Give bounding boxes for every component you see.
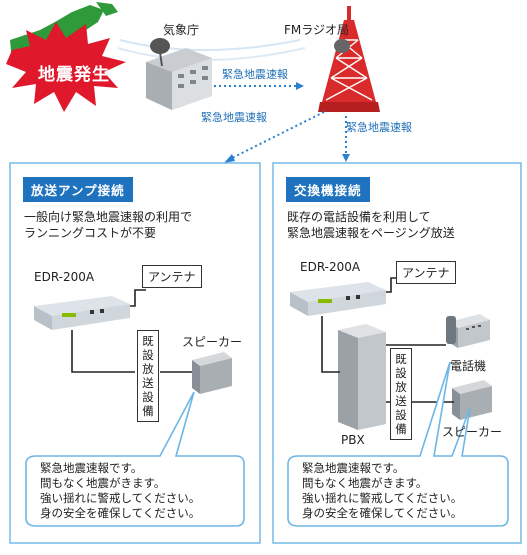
jma-building-icon [146,38,212,110]
dotted-arrow [214,85,347,161]
right-equipment-label: 既設放送設備 [390,348,412,440]
edr-200a-device [290,282,386,316]
fm-station-label: FMラジオ局 [284,23,350,37]
right-desc-line2: 緊急地震速報をページング放送 [287,226,455,240]
left-message-line: 強い揺れに警戒してください。 [40,491,201,505]
arrow-label-right: 緊急地震速報 [346,121,412,134]
right-device-label: EDR-200A [300,260,361,274]
earthquake-burst-icon [6,22,126,112]
right-message-line: 強い揺れに警戒してください。 [302,491,463,505]
earthquake-label: 地震発生 [38,65,110,85]
left-message-line: 緊急地震速報です。 [40,461,143,475]
phone-label: 電話機 [450,359,487,373]
arrow-label-jma-fm: 緊急地震速報 [222,68,288,81]
pbx-label: PBX [341,433,365,447]
left-desc-line2: ランニングコストが不要 [24,226,157,240]
speaker-icon [192,352,232,394]
arrow-label-left: 緊急地震速報 [201,111,267,124]
right-message-line: 身の安全を確保してください。 [302,506,463,520]
left-antenna-label: アンテナ [142,265,202,288]
left-message-line: 身の安全を確保してください。 [40,506,201,520]
pbx-icon [338,324,386,430]
right-speaker-label: スピーカー [442,425,503,439]
left-message-line: 間もなく地震がきます。 [40,476,166,490]
jma-label: 気象庁 [163,23,200,37]
fm-tower-icon [318,6,380,112]
edr-200a-device [34,296,130,330]
right-antenna-label: アンテナ [396,261,456,284]
speech-bubble [287,361,509,527]
right-desc-line1: 既存の電話設備を利用して [287,210,431,224]
speech-bubble [25,391,245,527]
signal-wave [119,39,301,51]
right-message-line: 緊急地震速報です。 [302,461,405,475]
left-device-label: EDR-200A [34,270,95,284]
left-desc-line1: 一般向け緊急地震速報の利用で [24,210,193,224]
right-panel-header: 交換機接続 [286,177,370,202]
left-speaker-label: スピーカー [182,335,243,349]
phone-icon [446,314,490,348]
left-panel-header: 放送アンプ接続 [23,177,133,202]
right-message-line: 間もなく地震がきます。 [302,476,428,490]
left-equipment-label: 既設放送設備 [137,330,159,422]
